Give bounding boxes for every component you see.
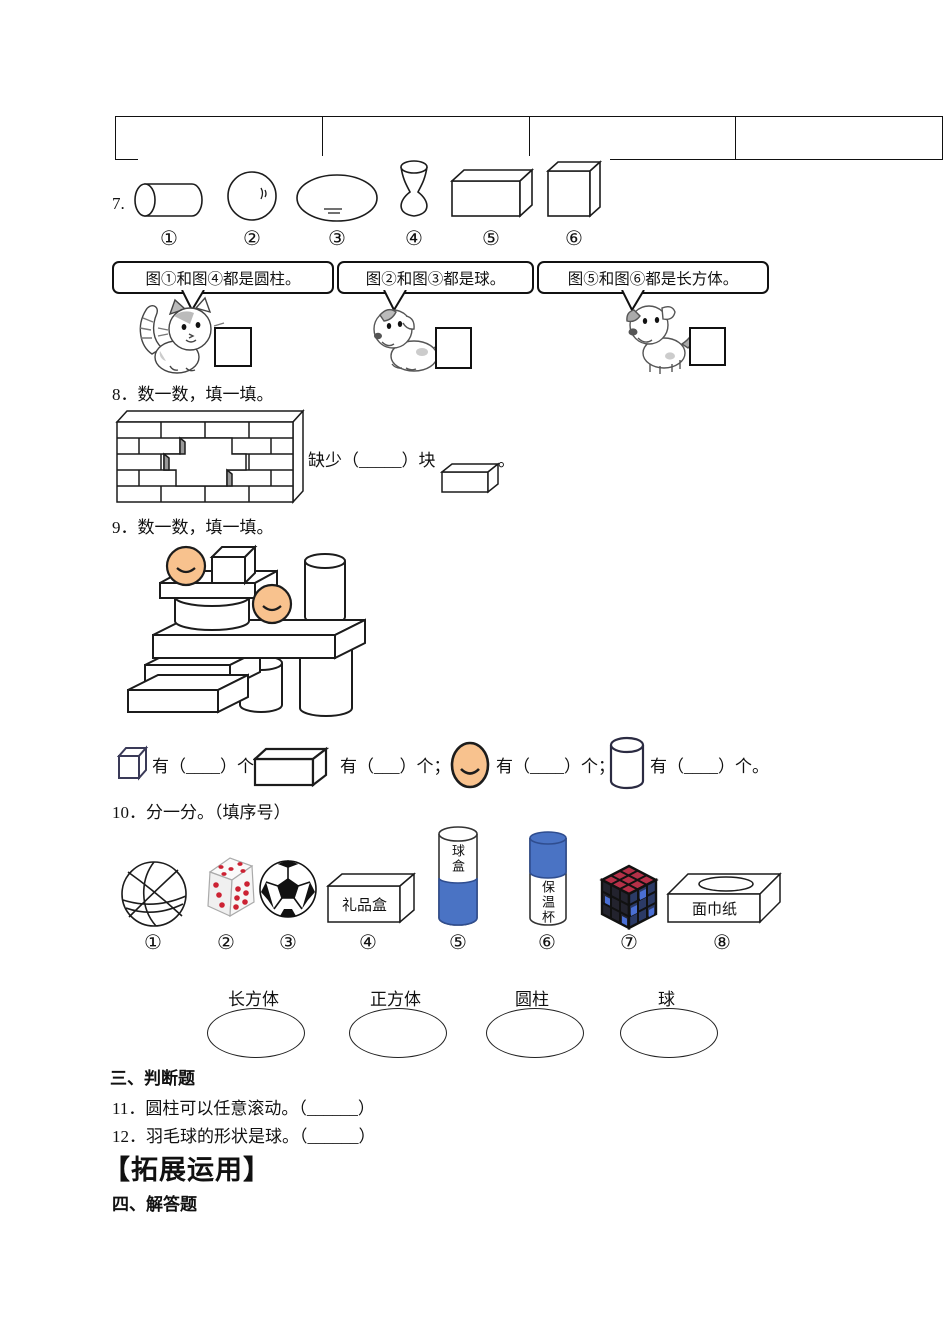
cylinder-icon (609, 736, 645, 790)
category-oval-cube[interactable] (349, 1008, 447, 1058)
single-brick-illustration (440, 462, 501, 494)
flat-sphere-shape (296, 174, 378, 222)
q9-count-cuboid: 有（___）个； (340, 757, 451, 776)
gift-box-label: 礼品盒 (342, 898, 388, 914)
q7-shape-num-3: ③ (328, 228, 346, 250)
category-oval-cuboid[interactable] (207, 1008, 305, 1058)
gift-box-item: 礼品盒 (326, 870, 416, 926)
thermos-label: 保温杯 (540, 880, 555, 925)
scan-artifact-strip (138, 156, 610, 160)
category-label-cylinder: 圆柱 (515, 990, 549, 1009)
q10-item-num-2: ② (217, 932, 235, 954)
q7-answer-box-2[interactable] (435, 327, 472, 369)
basketball-icon (121, 861, 187, 927)
ball-box-item: 球盒 (436, 824, 480, 928)
smiley-ball (251, 583, 293, 625)
q10-title: 10．分一分。（填序号） (112, 803, 291, 822)
q9-title: 9．数一数，填一填。 (112, 518, 274, 537)
table-cell[interactable] (530, 117, 737, 159)
dice-icon (207, 857, 255, 918)
q8-period: 。 (498, 451, 515, 470)
q10-item-num-8: ⑧ (713, 932, 731, 954)
section3-heading: 三、判断题 (110, 1069, 195, 1088)
expand-banner: 【拓展运用】 (103, 1155, 271, 1185)
category-oval-cylinder[interactable] (486, 1008, 584, 1058)
ball-box-icon (438, 826, 478, 926)
cuboid-shape (451, 180, 521, 217)
thermos-icon (529, 831, 567, 926)
tissue-box-item: 面巾纸 (664, 868, 784, 928)
category-label-cuboid: 长方体 (228, 990, 279, 1009)
bubble-text: 图⑤和图⑥都是长方体。 (567, 270, 739, 288)
category-label-sphere: 球 (658, 990, 675, 1009)
q7-number: 7. (112, 194, 125, 213)
q10-item-num-7: ⑦ (620, 932, 638, 954)
q7-shape-num-1: ① (160, 228, 178, 250)
dog-illustration (626, 305, 696, 374)
soccer-ball-icon (259, 860, 317, 918)
gift-box-icon (326, 872, 416, 924)
speech-bubble-cat: 图①和图④都是圆柱。 (112, 261, 334, 294)
section4-heading: 四、解答题 (112, 1195, 197, 1214)
q10-item-num-4: ④ (359, 932, 377, 954)
tissue-box-label: 面巾纸 (692, 902, 738, 918)
q8-title: 8．数一数，填一填。 (112, 385, 274, 404)
brick-wall-illustration (115, 409, 305, 504)
q7-shapes-illustration (134, 160, 603, 222)
cuboid-icon (253, 746, 330, 788)
top-table (115, 116, 943, 160)
q7-shape-num-2: ② (243, 228, 261, 250)
rubiks-cube-icon (599, 864, 659, 930)
q9-count-cylinder: 有（____）个。 (650, 757, 769, 776)
q11-text: 11．圆柱可以任意滚动。（______） (112, 1099, 375, 1118)
tall-cuboid-shape (547, 170, 591, 217)
bubble-text: 图②和图③都是球。 (365, 270, 506, 288)
q7-answer-box-3[interactable] (689, 327, 726, 366)
cylinder-shape (144, 183, 203, 217)
bubble-text: 图①和图④都是圆柱。 (145, 270, 301, 288)
vase-shape (400, 166, 428, 217)
table-cell[interactable] (736, 117, 942, 159)
q9-count-cube: 有（____）个； (152, 757, 271, 776)
q10-item-num-5: ⑤ (449, 932, 467, 954)
q10-item-num-6: ⑥ (538, 932, 556, 954)
table-cell[interactable] (323, 117, 530, 159)
table-cell[interactable] (116, 117, 323, 159)
cat-illustration (139, 296, 225, 374)
cat-tail (139, 305, 164, 355)
ball-box-label: 球盒 (450, 844, 465, 874)
q10-item-num-1: ① (144, 932, 162, 954)
speech-bubble-dog1: 图②和图③都是球。 (337, 261, 534, 294)
speech-bubble-dog2: 图⑤和图⑥都是长方体。 (537, 261, 769, 294)
cube-icon (117, 745, 149, 781)
q10-item-num-3: ③ (279, 932, 297, 954)
q8-prompt: 缺少（_____）块 (308, 451, 436, 470)
q7-shape-num-4: ④ (405, 228, 423, 250)
q7-shape-num-5: ⑤ (482, 228, 500, 250)
category-label-cube: 正方体 (370, 990, 421, 1009)
blocks-structure-illustration (127, 544, 366, 717)
sphere-shape (227, 171, 277, 221)
q7-answer-box-1[interactable] (214, 327, 252, 367)
thermos-item: 保温杯 (526, 828, 570, 928)
smiley-ball (165, 545, 207, 587)
tissue-box-icon (666, 872, 782, 924)
category-oval-sphere[interactable] (620, 1008, 718, 1058)
q7-shape-num-6: ⑥ (565, 228, 583, 250)
q12-text: 12．羽毛球的形状是球。（______） (112, 1127, 376, 1146)
smiley-ball-icon (450, 741, 490, 789)
q9-count-sphere: 有（____）个； (496, 757, 615, 776)
